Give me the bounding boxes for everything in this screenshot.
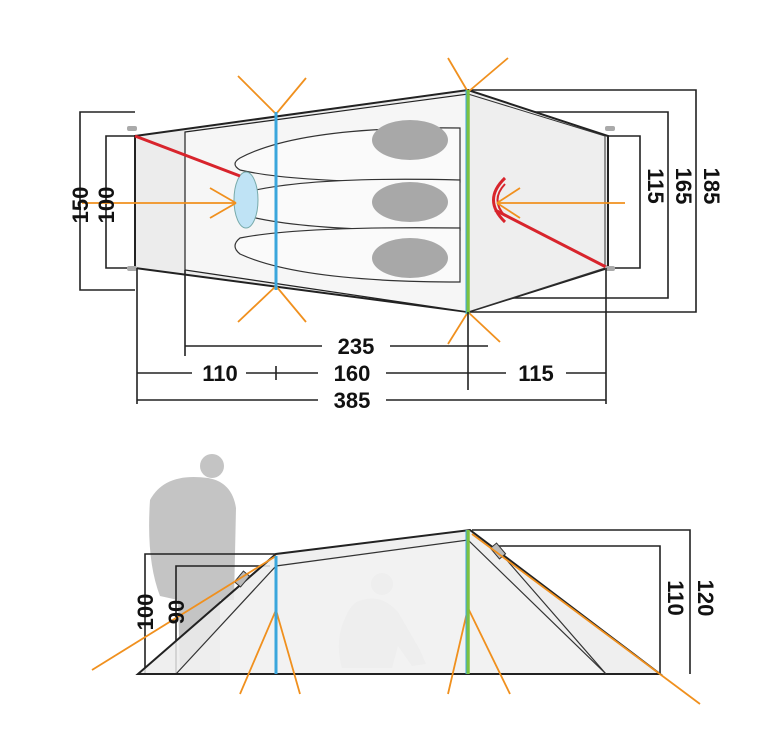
inner-edge: [497, 549, 607, 675]
dim-line-right-mid: [470, 111, 669, 299]
dim-label-160: 160: [334, 361, 371, 386]
dim-line-right-outer: [470, 89, 697, 313]
dim-label-110: 110: [202, 361, 238, 386]
pillow-shape: [372, 120, 448, 160]
dim-label-150: 150: [68, 187, 93, 224]
dim-line-left-inner: [105, 135, 135, 269]
pillow-shape: [372, 182, 448, 222]
rear-vent-inner: [496, 183, 506, 217]
dim-label-185: 185: [699, 168, 724, 205]
dim-label-165: 165: [671, 168, 696, 205]
pegs-top: [127, 126, 615, 271]
dim-label-120-side: 120: [693, 580, 718, 617]
red-pole: [134, 134, 241, 178]
guylines-top: [82, 57, 625, 345]
guylines-side: [91, 533, 701, 705]
dim-line-rear-outer: [472, 529, 691, 674]
dim-line-rear-inner: [496, 545, 661, 674]
dim-label-110-side: 110: [663, 580, 688, 616]
dim-label-385: 385: [334, 388, 371, 413]
dim-label-100: 100: [94, 187, 119, 224]
front-window: [233, 171, 259, 229]
dim-line-front-outer: [144, 553, 276, 674]
dim-label-100-side: 100: [133, 594, 158, 631]
red-pole: [494, 208, 609, 270]
dim-label-235: 235: [338, 334, 375, 359]
dim-label-115-bottom: 115: [518, 361, 554, 386]
top-view: 150 100 115 165 185 235 110 160 115 385: [68, 57, 724, 413]
dim-line-right-inner: [608, 135, 641, 269]
dim-line-left-outer: [79, 111, 135, 291]
dim-label-90-side: 90: [164, 600, 189, 624]
side-view: 100 90 110 120: [91, 454, 718, 705]
pillow-shape: [372, 238, 448, 278]
dim-line-front-inner: [175, 565, 270, 674]
rear-vent: [492, 176, 507, 224]
dim-label-115-right: 115: [643, 168, 668, 204]
